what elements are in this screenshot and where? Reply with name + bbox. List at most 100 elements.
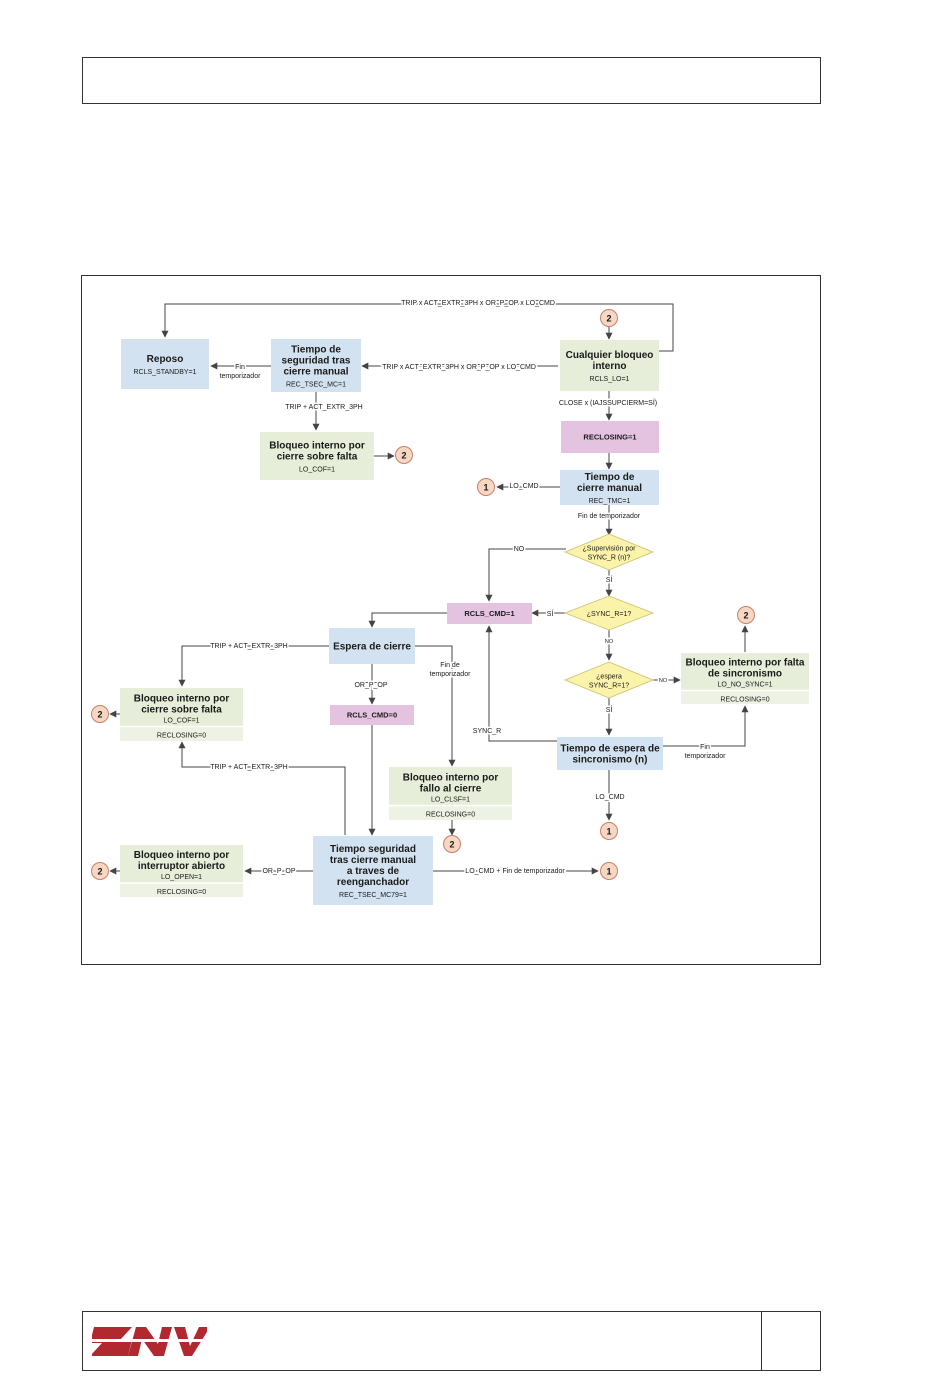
edge-label-text: Fin de (440, 662, 460, 669)
edge-tsec79-to-cof (178, 741, 346, 835)
edge-label-text: TRIP + ACT_EXTR_3PH (210, 643, 287, 650)
edge-label-text: Fin (235, 364, 245, 371)
edge-label-text: TRIP + ACT_EXTR_3PH (210, 764, 287, 771)
state-title-line: cierre manual (577, 483, 642, 494)
edge-label-text: TRIP x ACT_EXTR_3PH x OR_P_OP x LO_CMD (401, 300, 555, 307)
edge-label-text: TRIP + ACT_EXTR_3PH (285, 404, 362, 411)
edge-supervision-no (485, 548, 566, 602)
edge-label-text: SÍ (547, 609, 554, 618)
state-output-secondary: RECLOSING=0 (720, 697, 769, 704)
edge-label-text: OR_P_OP (262, 868, 295, 875)
edge-label-text: TRIP x ACT_EXTR_3PH x OR_P_OP x LO_CMD (382, 364, 536, 371)
state-title-line: Tiempo seguridad (330, 844, 416, 855)
edge-label-close-cond: CLOSE x (IAJSSUPCIERM=SÍ) (557, 397, 658, 409)
decision-diamond (563, 661, 655, 699)
state-title-line: Bloqueo interno por (403, 773, 499, 784)
state-title-line: Cualquier bloqueo (566, 350, 654, 361)
connector-circle (737, 606, 755, 624)
edge-label-text: LO_CMD (595, 794, 624, 801)
state-reclosing1: RECLOSING=1 (561, 421, 659, 453)
decision-text: SYNC_R (n)? (588, 555, 631, 562)
state-title-line: a traves de (347, 866, 400, 877)
decision-text: ¿SYNC_R=1? (587, 611, 632, 618)
connector-number: 2 (743, 611, 748, 621)
footer-page-cell (761, 1311, 821, 1371)
edge-label-no-espera: NO (657, 677, 669, 686)
state-title-line: cierre sobre falta (277, 452, 358, 463)
state-title-line: cierre manual (283, 367, 348, 378)
state-rcls-cmd1: RCLS_CMD=1 (447, 603, 532, 624)
state-title-line: fallo al cierre (420, 784, 482, 795)
edge-label-lo-cmd-sync: LO_CMD (594, 793, 626, 803)
state-rcls-cmd0: RCLS_CMD=0 (330, 705, 414, 725)
edge-loop-to-reposo (161, 303, 674, 352)
edge-label-text: SYNC_R (473, 728, 501, 735)
edge-label-text: LO_CMD + Fin de temporizador (465, 868, 565, 875)
connector-circle (91, 862, 109, 880)
connector-number: 2 (97, 710, 102, 720)
edge-label-top-loop: TRIP x ACT_EXTR_3PH x OR_P_OP x LO_CMD (400, 299, 557, 309)
decision-diamond (563, 533, 655, 571)
connector-number: 1 (606, 867, 611, 877)
connector-number: 1 (606, 827, 611, 837)
state-title-line: Bloqueo interno por (134, 850, 230, 861)
edge-sync-r (485, 625, 557, 742)
edge-label-to-tsec: TRIP x ACT_EXTR_3PH x OR_P_OP x LO_CMD (381, 363, 538, 373)
edge-label-fin-temp-clsf: Fin de temporizador (428, 661, 473, 680)
edge-label-text: temporizador (430, 671, 472, 678)
connector-number: 2 (449, 840, 454, 850)
state-box-bg (271, 339, 361, 392)
edge-label-trip-act-top: TRIP + ACT_EXTR_3PH (284, 403, 364, 413)
state-title-line: Bloqueo interno por (269, 441, 365, 452)
state-output: LO_NO_SYNC=1 (717, 682, 772, 689)
state-sub-band (389, 805, 512, 820)
state-box-bg (447, 603, 532, 624)
edge-label-text: OR_P_OP (354, 682, 387, 689)
connector-2-nosync: 2 (737, 606, 755, 624)
connector-1-sync: 1 (600, 822, 618, 840)
edge-label-text: NO (514, 546, 525, 553)
state-output: REC_TMC=1 (589, 498, 631, 505)
connector-circle (395, 446, 413, 464)
connector-2-top: 2 (600, 309, 618, 327)
state-title-line: tras cierre manual (330, 855, 416, 866)
connector-circle (600, 862, 618, 880)
edge-label-text: NO (605, 639, 614, 645)
state-title-line: sincronismo (n) (572, 755, 647, 766)
edge-label-lo-cmd-fin: LO_CMD + Fin de temporizador (464, 867, 567, 877)
state-output-secondary: RECLOSING=0 (157, 733, 206, 740)
state-box-bg (313, 836, 433, 905)
decision-diamond (563, 595, 655, 631)
state-sub-band (120, 726, 243, 741)
state-output: RCLS_STANDBY=1 (133, 369, 196, 376)
state-espera-cierre: Espera de cierre (329, 628, 415, 664)
state-output-secondary: RECLOSING=0 (157, 889, 206, 896)
connector-1-bottom: 1 (600, 862, 618, 880)
state-title-line: Tiempo de espera de (560, 744, 660, 755)
edge-label-si-espera: SÍ (604, 704, 614, 716)
edge-label-fin-temp-tmc: Fin de temporizador (576, 512, 642, 522)
state-output: LO_COF=1 (164, 718, 200, 725)
edge-label-text: SÍ (606, 705, 613, 714)
state-box-bg (560, 470, 659, 505)
state-box-bg (560, 340, 659, 391)
edge-label-or-p-op-mid: OR_P_OP (353, 681, 389, 691)
state-output: LO_CLSF=1 (431, 797, 470, 804)
edges (109, 303, 749, 875)
state-title-line: reenganchador (337, 877, 409, 888)
edge-label-lo-cmd-tmc: LO_CMD (508, 482, 540, 492)
state-title-line: seguridad tras (282, 356, 351, 367)
state-sub-band (681, 690, 809, 704)
state-title-line: Tiempo de (585, 472, 635, 483)
state-output: RCLS_LO=1 (590, 376, 630, 383)
state-output: REC_TSEC_MC=1 (286, 382, 346, 389)
